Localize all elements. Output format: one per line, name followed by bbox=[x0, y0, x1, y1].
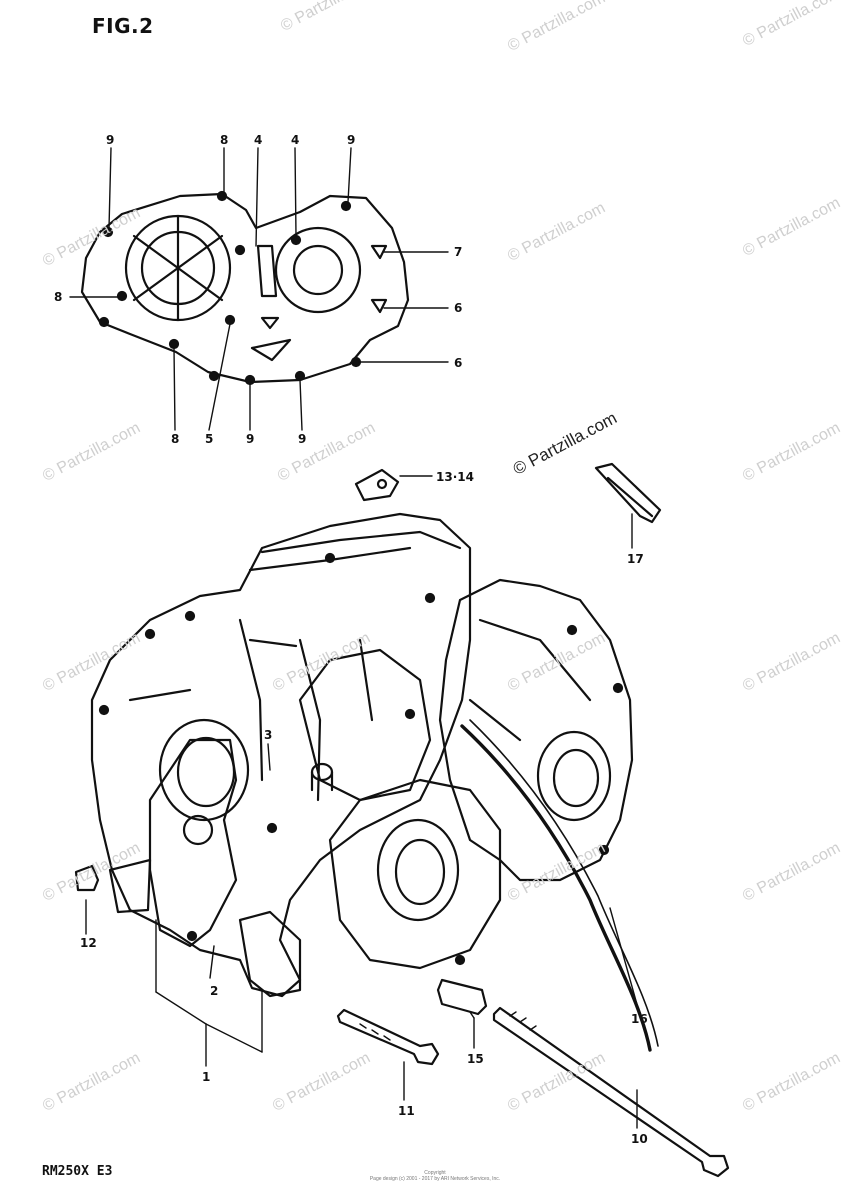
crankcase-bolt-holes bbox=[98, 552, 624, 966]
callout-17: 17 bbox=[627, 552, 644, 566]
copyright-notice: Copyright Page design (c) 2001 - 2017 by… bbox=[355, 1170, 515, 1182]
callout-9: 9 bbox=[298, 432, 307, 446]
callout-16: 16 bbox=[631, 1012, 648, 1026]
callout-9: 9 bbox=[347, 133, 356, 147]
callout-11: 11 bbox=[398, 1104, 415, 1118]
clip-17-drawing bbox=[594, 462, 662, 524]
callout-9: 9 bbox=[246, 432, 255, 446]
top-gasket-bolt-holes bbox=[98, 190, 362, 386]
top-leader-lines bbox=[69, 147, 449, 431]
crankcase-gasket-drawing bbox=[80, 192, 410, 384]
callout-4: 4 bbox=[254, 133, 263, 147]
breather-hose-16-drawing bbox=[460, 724, 652, 1052]
callout-8: 8 bbox=[220, 133, 229, 147]
figure-title: FIG.2 bbox=[92, 14, 154, 38]
callout-8: 8 bbox=[171, 432, 180, 446]
callout-2: 2 bbox=[210, 984, 219, 998]
callout-5: 5 bbox=[205, 432, 214, 446]
crankcase-assembly-drawing bbox=[90, 512, 634, 998]
callout-1: 1 bbox=[202, 1070, 211, 1084]
bolt-10-drawing bbox=[492, 1006, 730, 1178]
callout-6: 6 bbox=[454, 356, 463, 370]
callout-8: 8 bbox=[54, 290, 63, 304]
copyright-line: Copyright bbox=[424, 1170, 446, 1176]
callout-15: 15 bbox=[467, 1052, 484, 1066]
callout-13-14: 13·14 bbox=[436, 470, 474, 484]
model-code: RM250X E3 bbox=[42, 1164, 113, 1179]
cap-12-drawing bbox=[74, 864, 100, 892]
copyright-line: Page design (c) 2001 - 2017 by ARI Netwo… bbox=[369, 1176, 501, 1182]
plate-13-14-drawing bbox=[354, 468, 400, 502]
callout-3: 3 bbox=[264, 728, 273, 742]
dowel-15-drawing bbox=[436, 978, 488, 1016]
callout-7: 7 bbox=[454, 245, 463, 259]
callout-10: 10 bbox=[631, 1132, 648, 1146]
main-leader-lines bbox=[85, 743, 639, 1129]
callout-12: 12 bbox=[80, 936, 97, 950]
callout-9: 9 bbox=[106, 133, 115, 147]
callout-4: 4 bbox=[291, 133, 300, 147]
callout-6: 6 bbox=[454, 301, 463, 315]
bolt-11-drawing bbox=[336, 1008, 440, 1066]
